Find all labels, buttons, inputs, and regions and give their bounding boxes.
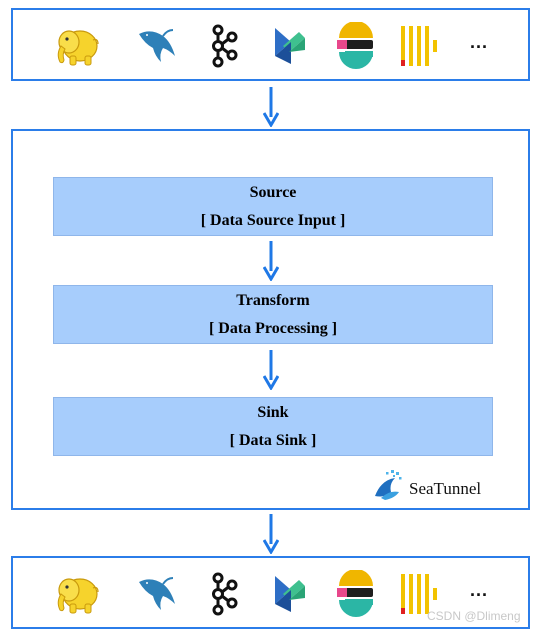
down-arrow-icon <box>263 87 279 127</box>
source-stage: Source [ Data Source Input ] <box>53 177 493 236</box>
clickhouse-icon <box>397 22 445 70</box>
sink-stage: Sink [ Data Sink ] <box>53 397 493 456</box>
down-arrow-icon <box>263 350 279 390</box>
pulsar-like-icon <box>265 570 313 618</box>
seatunnel-brand-name: SeaTunnel <box>409 479 482 498</box>
source-subtitle: [ Data Source Input ] <box>200 212 346 229</box>
sink-subtitle: [ Data Sink ] <box>229 432 317 449</box>
source-title: Source <box>249 184 297 201</box>
transform-stage: Transform [ Data Processing ] <box>53 285 493 344</box>
mysql-dolphin-icon <box>133 22 181 70</box>
sinks-logo-row: ... <box>13 558 528 627</box>
csdn-watermark: CSDN @Dlimeng <box>427 609 521 623</box>
elasticsearch-icon <box>331 22 379 70</box>
seatunnel-brand: SeaTunnel <box>371 468 481 502</box>
hadoop-elephant-icon <box>53 22 101 70</box>
sources-panel: ... <box>11 8 530 81</box>
hadoop-elephant-icon <box>53 570 101 618</box>
sources-logo-row: ... <box>13 10 528 79</box>
down-arrow-icon <box>263 514 279 554</box>
more-sources-ellipsis: ... <box>470 32 489 52</box>
kafka-icon <box>199 570 247 618</box>
pulsar-like-icon <box>265 22 313 70</box>
mysql-dolphin-icon <box>133 570 181 618</box>
sink-title: Sink <box>257 404 289 421</box>
elasticsearch-icon <box>331 570 379 618</box>
seatunnel-logo-icon <box>375 470 402 500</box>
transform-title: Transform <box>236 292 310 309</box>
kafka-icon <box>199 22 247 70</box>
down-arrow-icon <box>263 241 279 281</box>
sinks-panel: ... <box>11 556 530 629</box>
transform-subtitle: [ Data Processing ] <box>208 320 338 337</box>
more-sinks-ellipsis: ... <box>470 580 489 600</box>
seatunnel-pipeline-panel: Source [ Data Source Input ] Transform [… <box>11 129 530 510</box>
